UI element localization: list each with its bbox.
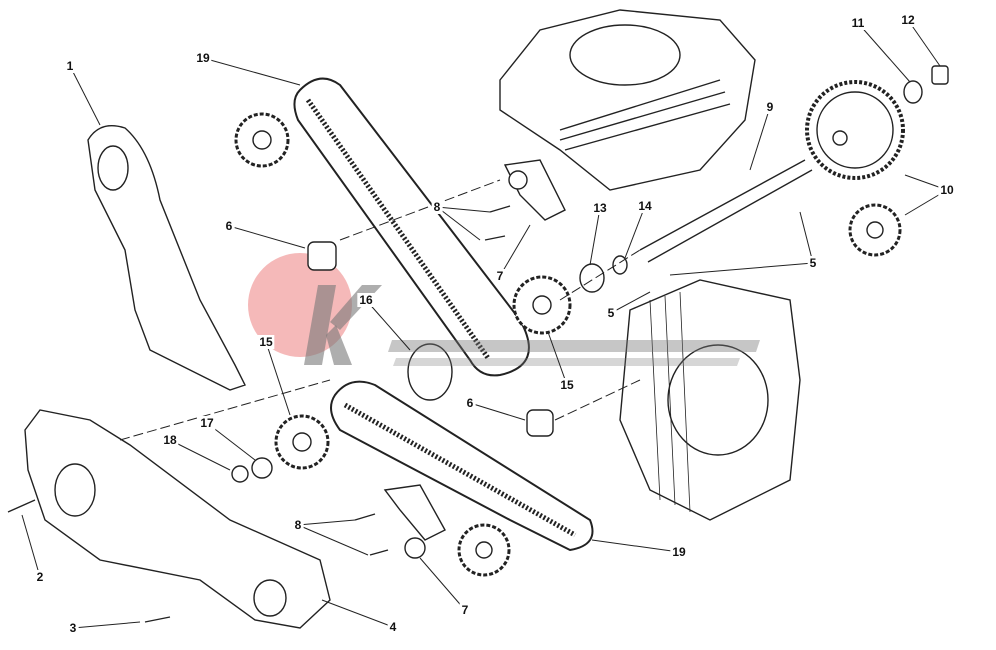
watermark-bar: [388, 340, 760, 352]
leader-line: [591, 539, 680, 553]
leader-line: [436, 206, 491, 213]
leader-line: [419, 557, 466, 611]
callout-label: 8: [292, 518, 304, 532]
leader-line: [589, 207, 601, 266]
tensioners: [7, 159, 566, 623]
leader-line: [469, 402, 526, 421]
timing-belt-upper: [293, 77, 530, 377]
callout-label: 18: [161, 433, 179, 447]
callout-label: 1: [64, 59, 76, 73]
leader-line: [321, 599, 394, 628]
leader-line: [547, 331, 568, 386]
callout-label: 3: [67, 621, 79, 635]
callout-label: 13: [591, 201, 609, 215]
washer: [903, 80, 923, 104]
leader-line: [907, 19, 941, 67]
cylinder-fins: [559, 79, 731, 151]
callout-label: 16: [357, 293, 375, 307]
gear-rim: [816, 91, 894, 169]
leader-line: [624, 205, 646, 259]
watermark-logo: [304, 285, 760, 366]
leader-line: [297, 519, 356, 526]
pulleys: [234, 112, 902, 577]
washer-16: [407, 343, 453, 401]
callout-label: 5: [807, 256, 819, 270]
leader-line: [265, 341, 291, 416]
leader-line: [202, 57, 301, 86]
leader-line: [499, 224, 531, 277]
nut: [931, 65, 949, 85]
callout-label: 7: [494, 269, 506, 283]
upper-cover: [87, 125, 246, 391]
leader-line: [610, 291, 651, 314]
belt-teeth: [343, 402, 577, 538]
callout-label: 11: [849, 16, 867, 30]
belt-teeth: [305, 98, 491, 360]
callout-label: 15: [257, 335, 275, 349]
leader-line: [21, 514, 41, 578]
cover-hole: [97, 145, 129, 191]
callout-label: 10: [938, 183, 956, 197]
leader-line: [669, 262, 814, 276]
callout-label: 9: [764, 100, 776, 114]
leader-line: [365, 299, 411, 351]
leader-line: [799, 211, 814, 264]
callout-label: 14: [636, 199, 654, 213]
callout-label: 7: [459, 603, 471, 617]
leader-line: [69, 65, 101, 126]
callout-label: 19: [194, 51, 212, 65]
camshaft: [639, 159, 813, 263]
leader-line: [749, 106, 771, 171]
callout-label: 15: [558, 378, 576, 392]
leader-line: [228, 225, 306, 249]
cylinder-upper: [499, 9, 756, 191]
lower-cover-hole: [54, 463, 96, 517]
callout-label: 4: [387, 620, 399, 634]
watermark-k-leg: [326, 325, 352, 365]
gear-hub: [832, 130, 848, 146]
cylinder-bore-lower: [667, 344, 769, 456]
cylinder-fins: [649, 291, 691, 513]
camshaft-gear: [805, 80, 905, 180]
lower-cover: [24, 409, 331, 629]
watermark-bar: [393, 358, 740, 366]
leader-line: [857, 22, 911, 83]
leader-line: [169, 439, 231, 471]
cylinder-lower: [619, 279, 801, 521]
lower-cover-hole: [253, 579, 287, 617]
callout-label: 12: [899, 13, 917, 27]
callout-label: 6: [223, 219, 235, 233]
callout-label: 17: [198, 416, 216, 430]
ring-14: [612, 255, 628, 275]
callout-label: 6: [464, 396, 476, 410]
callout-label: 8: [431, 200, 443, 214]
callout-label: 2: [34, 570, 46, 584]
callout-label: 5: [605, 306, 617, 320]
leader-line: [297, 524, 369, 556]
leader-line: [436, 206, 481, 241]
leader-line: [72, 621, 141, 629]
watermark-k-stem: [304, 285, 336, 365]
washer-13: [579, 263, 605, 293]
callout-label: 19: [670, 545, 688, 559]
cylinder-bore: [569, 24, 681, 86]
assembly-axes: [119, 179, 641, 441]
